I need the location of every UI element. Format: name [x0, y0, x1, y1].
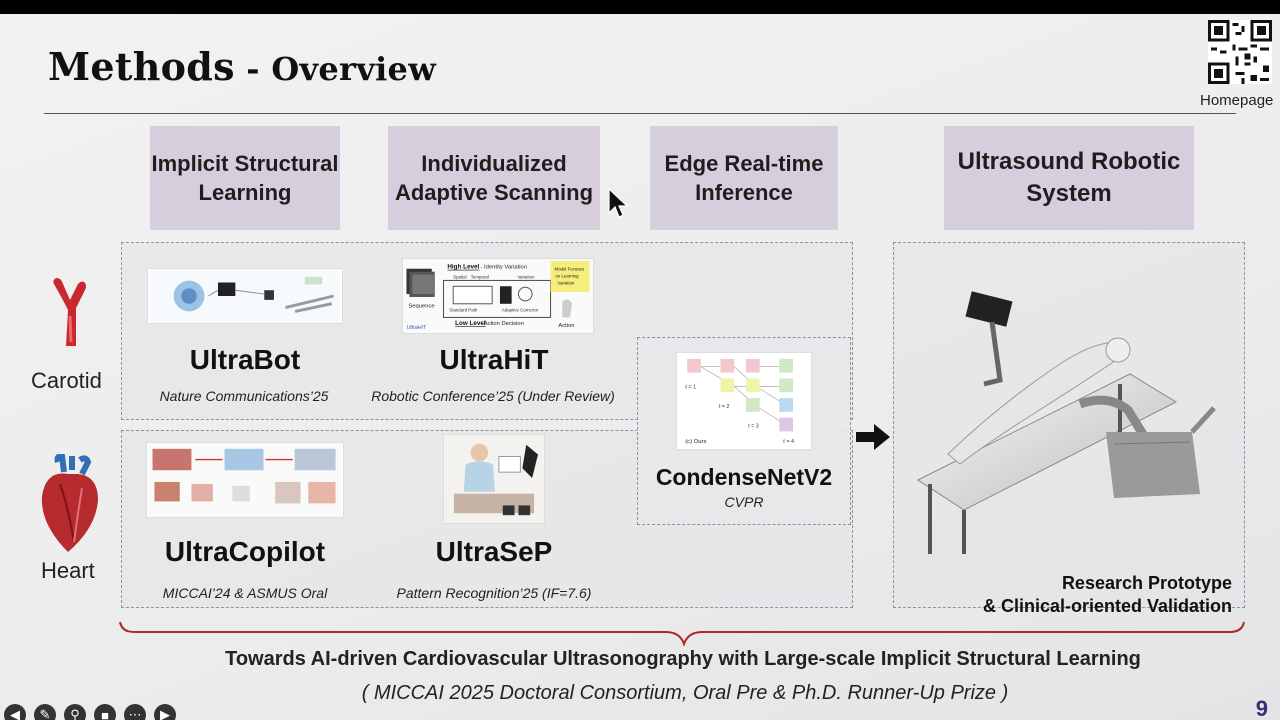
ultrahit-fig-low-level: Low Level — [455, 320, 486, 327]
presentation-toolbar: ◀ ✎ ⚲ ■ ⋯ ▶ — [4, 704, 176, 720]
ultracopilot-figure — [146, 442, 344, 518]
carotid-label: Carotid — [31, 368, 102, 393]
ultrasep-venue: Pattern Recognition’25 (IF=7.6) — [396, 585, 592, 601]
heart-label: Heart — [41, 558, 95, 583]
title-main: Methods — [48, 44, 235, 89]
camera-icon[interactable]: ■ — [94, 704, 116, 720]
mouse-cursor-icon — [608, 188, 628, 218]
slide-title: Methods - Overview — [48, 44, 436, 89]
page-number: 9 — [1255, 696, 1268, 720]
qr-code-icon[interactable] — [1208, 20, 1272, 84]
condensenet-name: CondenseNetV2 — [655, 464, 833, 490]
ultrasep-figure — [443, 434, 545, 524]
condense-fig-caption: (c) Ours — [685, 439, 706, 445]
ultrahit-fig-identity: - Identity Variation — [480, 265, 527, 271]
condense-fig-level-1: ℓ = 1 — [685, 384, 696, 390]
ultrahit-venue: Robotic Conference’25 (Under Review) — [371, 388, 615, 404]
slide: Methods - Overview Homepage Implicit Str… — [0, 14, 1280, 720]
right-arrow-icon — [856, 424, 890, 450]
back-icon[interactable]: ◀ — [4, 704, 26, 720]
forward-icon[interactable]: ▶ — [154, 704, 176, 720]
condensenet-figure: ℓ = 1 ℓ = 2 ℓ = 3 ℓ = 4 (c) Ours — [676, 352, 812, 450]
title-separator: - — [234, 50, 272, 88]
search-icon[interactable]: ⚲ — [64, 704, 86, 720]
ultracopilot-venue: MICCAI’24 & ASMUS Oral — [162, 585, 328, 601]
ultrahit-fig-variation: Variation — [517, 274, 535, 279]
robot-caption-line1: Research Prototype — [1061, 573, 1232, 593]
bottom-subtitle: ( MICCAI 2025 Doctoral Consortium, Oral … — [361, 682, 1009, 704]
header-edge-inference: Edge Real-time Inference — [650, 126, 838, 230]
ultrahit-name: UltraHiT — [439, 344, 549, 375]
bottom-brace — [119, 621, 1245, 646]
ultracopilot-name: UltraCopilot — [164, 536, 326, 567]
condense-fig-level-2: ℓ = 2 — [719, 404, 730, 410]
ultrahit-fig-note-2: on Learning — [555, 274, 579, 279]
ultrahit-fig-spatial: Spatial — [453, 274, 466, 279]
header-implicit-structural-learning: Implicit Structural Learning — [150, 126, 340, 230]
ultrasep-name: UltraSeP — [435, 536, 553, 567]
bottom-title: Towards AI-driven Cardiovascular Ultraso… — [225, 648, 1141, 670]
condense-fig-level-3: ℓ = 3 — [748, 423, 759, 429]
ultrahit-fig-action: Action — [558, 323, 574, 329]
ultrabot-name: UltraBot — [189, 344, 301, 375]
title-sub: Overview — [271, 50, 437, 88]
heart-icon — [41, 454, 98, 552]
header-adaptive-scanning: Individualized Adaptive Scanning — [388, 126, 600, 230]
ultrahit-fig-action-decision: - Action Decision — [480, 321, 523, 327]
ultrahit-fig-adaptive: Adaptive Corrector — [502, 308, 539, 313]
pen-icon[interactable]: ✎ — [34, 704, 56, 720]
ultrasound-robot-illustration — [916, 291, 1216, 554]
ultrahit-fig-high-level: High Level — [447, 264, 479, 271]
ultrahit-figure: Sequence High Level - Identity Variation… — [402, 258, 594, 334]
condense-fig-level-4: ℓ = 4 — [783, 439, 794, 445]
ultrabot-figure — [147, 268, 343, 324]
robot-caption-line2: & Clinical-oriented Validation — [982, 596, 1232, 616]
ultrabot-venue: Nature Communications’25 — [159, 388, 329, 404]
more-icon[interactable]: ⋯ — [124, 704, 146, 720]
ultrahit-fig-sequence: Sequence — [408, 304, 434, 310]
ultrahit-fig-note-1: Model Focuses — [554, 267, 584, 272]
homepage-label: Homepage — [1200, 92, 1274, 109]
carotid-artery-icon — [53, 278, 86, 346]
condensenet-venue: CVPR — [724, 494, 764, 510]
robot-caption: Research Prototype & Clinical-oriented V… — [983, 572, 1232, 618]
ultrahit-fig-note-3: Variation — [557, 280, 575, 285]
ultrahit-fig-standard: Standard Path — [449, 308, 478, 313]
ultrahit-fig-brand: UltraHiT — [406, 325, 426, 331]
header-robotic-system: Ultrasound Robotic System — [944, 126, 1194, 230]
title-rule — [44, 113, 1236, 114]
ultrahit-fig-temporal: Temporal — [471, 274, 489, 279]
